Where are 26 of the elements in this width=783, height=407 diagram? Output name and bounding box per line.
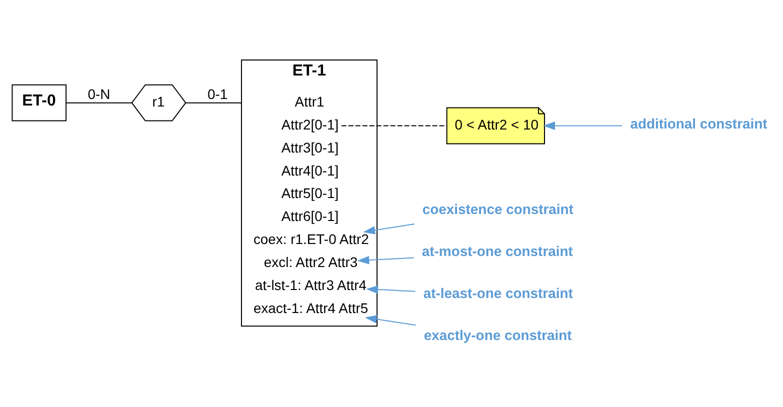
node-text: Attr4[0-1] [281,162,339,178]
node-text: additional constraint [630,115,768,132]
node-text: Attr2[0-1] [281,116,339,132]
node-text: at-least-one constraint [423,284,573,301]
node-text: exactly-one constraint [424,326,572,343]
node-text: exact-1: Attr4 Attr5 [253,300,368,316]
node-text: coexistence constraint [422,201,574,218]
arrow [357,256,414,264]
edge-label: 0-1 [207,86,228,102]
node-text: excl: Attr2 Attr3 [264,254,358,270]
arrow [364,315,416,326]
edge-label: 0-N [88,86,110,102]
node-text: Attr1 [294,94,324,110]
node-text: at-lst-1: Attr3 Attr4 [254,276,366,293]
arrow [366,285,416,294]
connector [66,102,132,104]
arrow [363,224,415,234]
connector [185,102,242,104]
arrow [543,122,623,130]
node-text: Attr6[0-1] [281,208,339,224]
node-box: ET-0 [12,84,67,122]
connector [341,125,448,126]
node-text: Attr3[0-1] [281,139,339,156]
node-text: at-most-one constraint [422,243,573,260]
node-text: coex: r1.ET-0 Attr2 [253,231,369,248]
node-text: Attr5[0-1] [281,185,339,202]
